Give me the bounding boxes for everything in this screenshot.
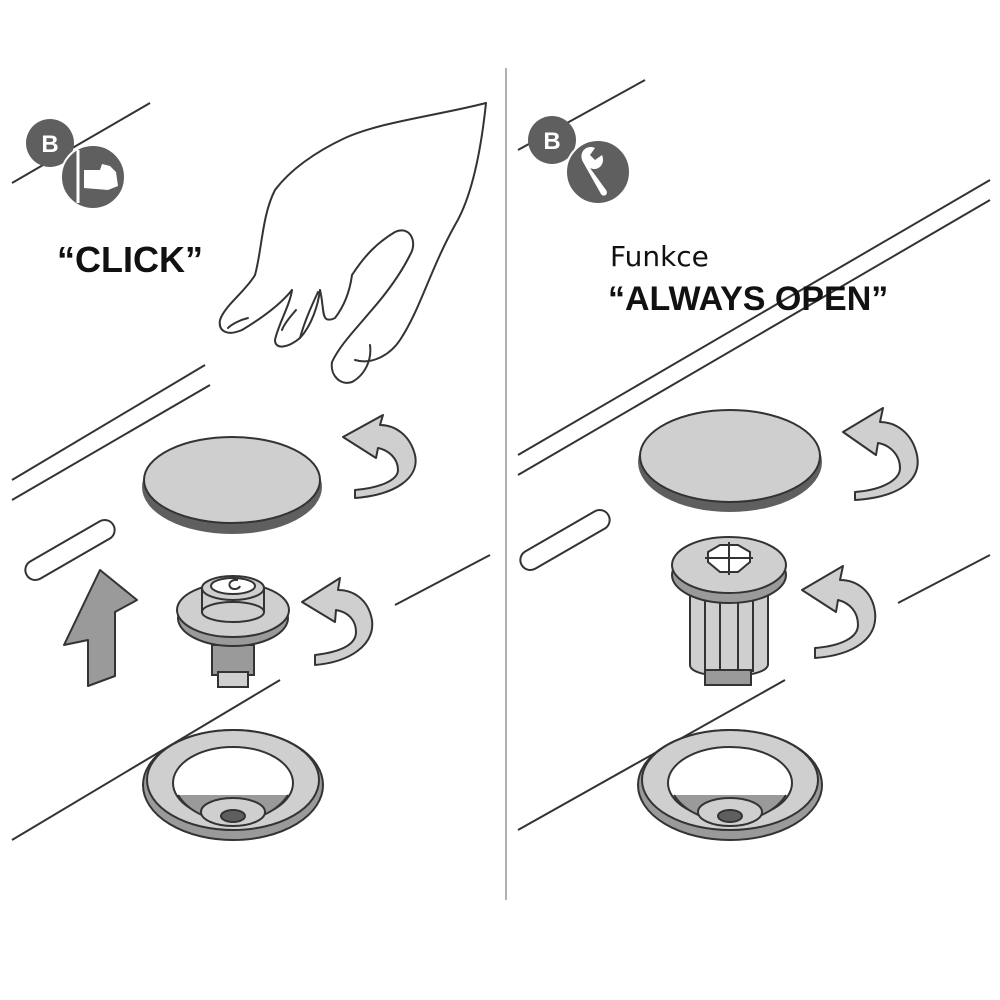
click-label: “CLICK” xyxy=(57,239,203,280)
step-badge-letter: B xyxy=(41,131,58,158)
overflow-slot xyxy=(24,519,116,581)
click-mechanism xyxy=(176,575,290,688)
right-panel: B Funkce “ALWAYS OPEN” xyxy=(517,79,991,841)
drain-cap xyxy=(142,436,322,534)
hand-illustration xyxy=(218,102,487,384)
up-arrow-icon xyxy=(63,569,138,687)
rotate-arrow-icon xyxy=(842,407,919,501)
wrench-icon xyxy=(565,139,631,205)
hand-press-icon xyxy=(60,144,126,210)
overflow-slot xyxy=(519,509,611,571)
left-panel: B “CLICK” xyxy=(11,102,491,841)
step-badge-b: B xyxy=(26,119,74,167)
rotate-arrow-icon xyxy=(801,565,877,659)
always-open-plug xyxy=(671,536,787,686)
drain-body xyxy=(637,729,823,841)
drain-body xyxy=(142,729,324,841)
rotate-arrow-icon xyxy=(342,414,417,499)
rotate-arrow-icon xyxy=(301,577,374,666)
function-label: Funkce xyxy=(610,240,709,273)
sink-outline-lines xyxy=(11,102,491,841)
step-badge-letter: B xyxy=(543,128,560,155)
drain-cap xyxy=(638,409,822,512)
step-badge-b: B xyxy=(528,116,576,164)
always-open-label: “ALWAYS OPEN” xyxy=(608,280,888,318)
